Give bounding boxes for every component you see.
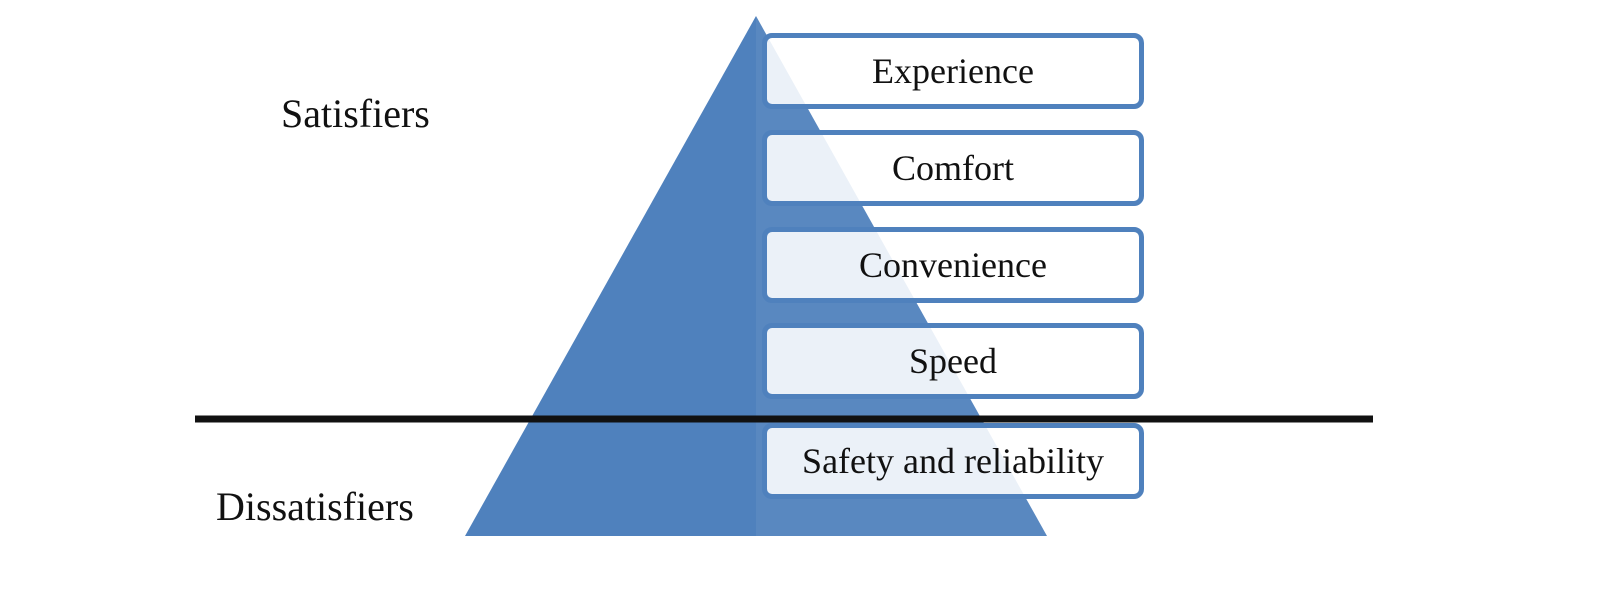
level-speed: Speed	[762, 323, 1144, 399]
pyramid-shape	[465, 16, 1047, 536]
level-convenience: Convenience	[762, 227, 1144, 303]
dissatisfiers-label: Dissatisfiers	[216, 484, 414, 529]
level-comfort: Comfort	[762, 130, 1144, 206]
satisfiers-label: Satisfiers	[281, 91, 430, 136]
level-experience: Experience	[762, 33, 1144, 109]
level-safety-and-reliability: Safety and reliability	[762, 423, 1144, 499]
